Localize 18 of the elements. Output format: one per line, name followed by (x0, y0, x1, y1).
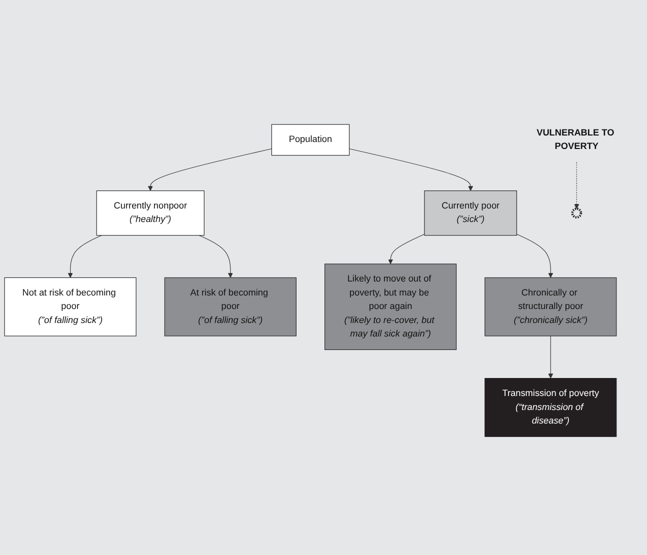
node-ellipse (571, 208, 582, 219)
node-box: Currently poor (”sick”) (424, 190, 517, 236)
node-box: At risk of becoming poor (”of falling sick”) (164, 278, 296, 337)
node-box: Chronically or structurally poor (”chronically sick”) (484, 278, 617, 337)
arrow (574, 162, 580, 210)
node-box: Population (271, 124, 350, 156)
arrow (516, 234, 554, 278)
node-box: Currently nonpoor (”healthy”) (96, 190, 204, 236)
node-box: Transmission of poverty (“transmission of disease”) (484, 378, 617, 438)
arrow (198, 235, 233, 278)
node-box: Not at risk of becoming poor (”of falling sick”) (4, 278, 136, 337)
arrow (148, 148, 272, 192)
arrow (388, 234, 425, 265)
arrow (348, 148, 474, 192)
arrow (68, 235, 102, 278)
node-text: VULNERABLE TO POVERTY (536, 128, 614, 152)
arrow (548, 336, 554, 379)
node-box: Likely to move out of poverty, but may be poor again (”likely to re-cover, but may fall sick again”) (324, 264, 457, 350)
